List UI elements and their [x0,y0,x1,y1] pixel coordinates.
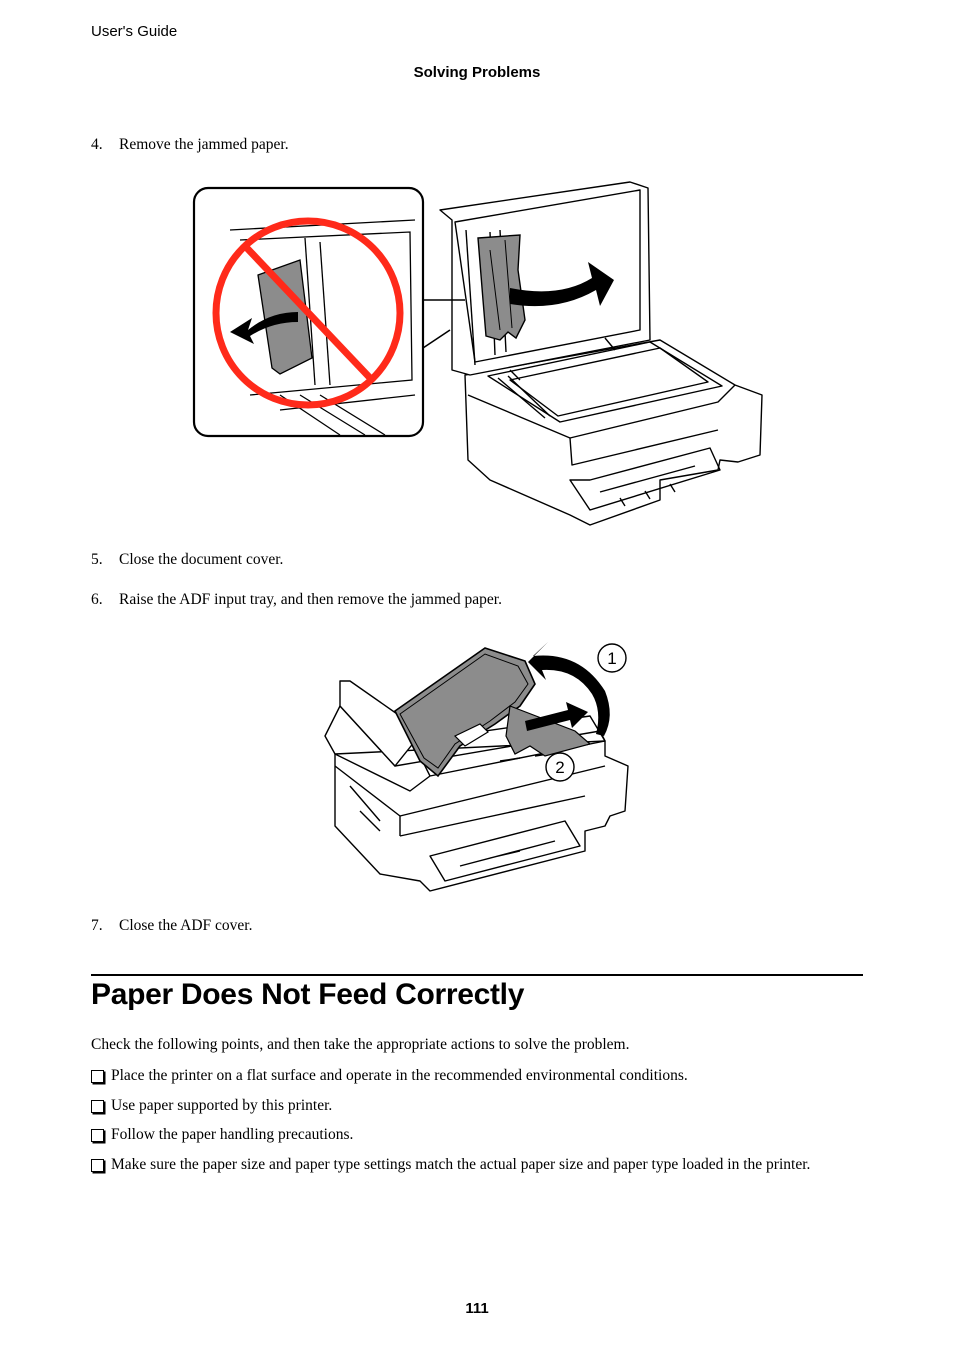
section-rule [91,974,863,976]
step-number: 4. [91,136,103,153]
adf-input-tray [393,647,536,778]
bullet-item: Use paper supported by this printer. [91,1096,851,1116]
step-number: 7. [91,917,103,934]
paper-tray [429,820,581,882]
prohibited-icon [212,217,404,409]
step-text: Raise the ADF input tray, and then remov… [119,591,502,608]
bullet-box-icon [91,1070,104,1083]
bullet-box-icon [91,1159,104,1172]
section-header: Solving Problems [413,64,541,81]
callout-2 [545,752,575,782]
bullet-text: Follow the paper handling precautions. [111,1126,354,1143]
jammed-paper [505,705,592,757]
bullet-item: Place the printer on a flat surface and … [91,1066,851,1086]
section-intro: Check the following points, and then tak… [91,1036,630,1053]
bullet-text: Place the printer on a flat surface and … [111,1067,688,1084]
step-4: 4. Remove the jammed paper. [91,136,289,154]
raise-adf-tray-illustration: 1 2 [324,642,629,892]
step-7: 7. Close the ADF cover. [91,917,252,935]
pull-arrow [510,262,614,307]
bullet-item: Follow the paper handling precautions. [91,1125,851,1145]
printer-front-panel [467,384,736,439]
bullet-item: Make sure the paper size and paper type … [91,1155,851,1175]
jammed-paper [477,234,526,341]
remove-jammed-paper-illustration [192,181,763,526]
bullet-box-icon [91,1129,104,1142]
step-text: Close the ADF cover. [119,917,253,934]
printer-body-outline [334,740,629,892]
step-number: 6. [91,591,103,608]
step-text: Close the document cover. [119,551,284,568]
paper-tray [569,447,721,511]
callout-1 [597,643,627,673]
step-number: 5. [91,551,103,568]
raise-arrow [528,642,610,736]
bullet-box-icon [91,1100,104,1113]
scanner-glass [487,341,723,423]
step-5: 5. Close the document cover. [91,551,283,569]
pull-arrow [525,702,588,731]
running-header: User's Guide [91,23,178,40]
callout-1-label: 1 [607,649,616,668]
page-number: 111 [465,1300,489,1317]
document-cover [439,181,651,376]
step-6: 6. Raise the ADF input tray, and then rem… [91,591,502,609]
step-text: Remove the jammed paper. [119,136,289,153]
bullet-text: Use paper supported by this printer. [111,1097,333,1114]
callout-2-label: 2 [555,758,564,777]
bullet-text: Make sure the paper size and paper type … [111,1156,811,1173]
section-title: Paper Does Not Feed Correctly [91,978,525,1011]
